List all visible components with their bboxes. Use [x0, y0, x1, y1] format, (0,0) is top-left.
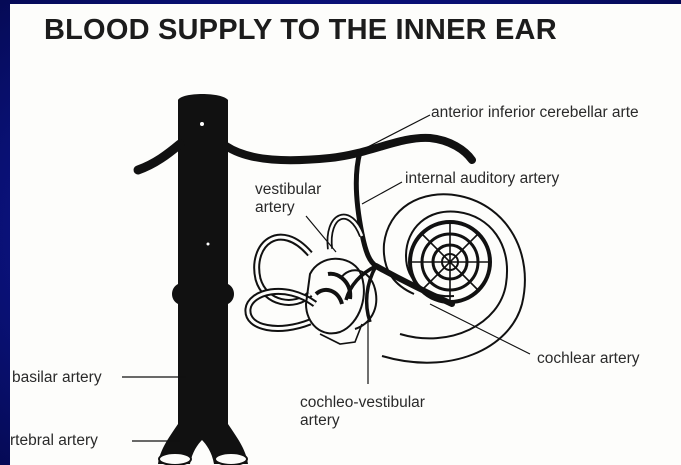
label-aica: anterior inferior cerebellar arte [431, 104, 639, 122]
label-cochleo-vestibular-line1: cochleo-vestibular [300, 394, 425, 412]
slide-paper: BLOOD SUPPLY TO THE INNER EAR [10, 4, 681, 465]
label-cochlear-artery: cochlear artery [537, 350, 640, 368]
label-internal-auditory-artery: internal auditory artery [405, 170, 559, 188]
cochlea-shape [376, 194, 525, 362]
vestibular-labyrinth-shape [248, 217, 376, 344]
label-vestibular-line2: artery [255, 199, 295, 217]
label-cochleo-vestibular-line2: artery [300, 412, 340, 430]
label-vestibular-line1: vestibular [255, 181, 321, 199]
label-vertebral-artery: rtebral artery [10, 432, 98, 450]
label-basilar-artery: basilar artery [12, 369, 102, 387]
